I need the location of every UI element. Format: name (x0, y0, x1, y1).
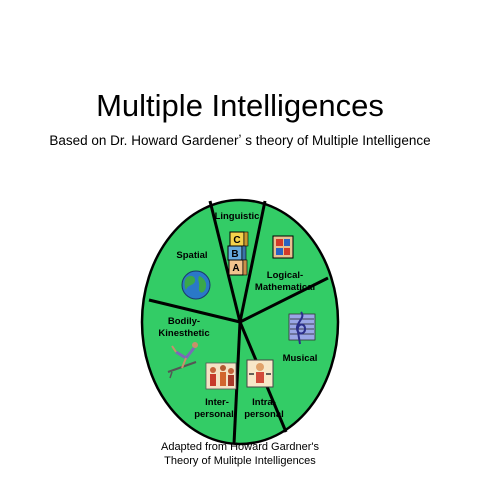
sector-logical-mathematical: Logical- Mathematical (255, 235, 315, 293)
sector-musical: Musical (283, 311, 318, 364)
people-group-icon (205, 362, 237, 390)
block-letter-a: A (232, 263, 239, 274)
sector-interpersonal: Inter- personal (194, 362, 237, 420)
sector-label-personal-intra: personal (244, 409, 284, 420)
caption-line-1: Adapted from Howard Gardner's (160, 441, 319, 453)
page-title: Multiple Intelligences (96, 88, 384, 123)
block-letter-b: B (231, 249, 238, 260)
caption: Adapted from Howard Gardner's Theory of … (0, 440, 480, 468)
sector-label-mathematical: Mathematical (255, 282, 315, 293)
globe-icon (181, 270, 211, 300)
treble-clef-icon (288, 311, 316, 345)
sector-label-kinesthetic: Kinesthetic (158, 328, 209, 339)
sector-intrapersonal: Intra- personal (244, 359, 284, 420)
sector-label-intra: Intra- (252, 397, 276, 408)
sector-label-bodily: Bodily- (168, 316, 200, 327)
mirror-person-icon (246, 359, 274, 388)
page-subtitle: Based on Dr. Howard Gardenerʼ s theory o… (49, 133, 431, 148)
gymnast-icon (167, 342, 198, 379)
sector-label-musical: Musical (283, 353, 318, 364)
sector-label-personal-inter: personal (194, 409, 234, 420)
caption-line-2: Theory of Mulitple Intelligences (164, 455, 316, 467)
sector-label-inter: Inter- (205, 397, 229, 408)
sector-bodily-kinesthetic: Bodily- Kinesthetic (158, 316, 210, 379)
sector-label-spatial: Spatial (176, 250, 207, 261)
abc-blocks-icon: C B A (227, 231, 249, 276)
sector-spatial: Spatial (176, 250, 211, 300)
math-blocks-icon (272, 235, 294, 259)
sector-label-logical: Logical- (267, 270, 303, 281)
sector-label-linguistic: Linguistic (215, 211, 260, 222)
block-letter-c: C (233, 235, 240, 246)
sector-linguistic: Linguistic C B A (215, 211, 260, 276)
